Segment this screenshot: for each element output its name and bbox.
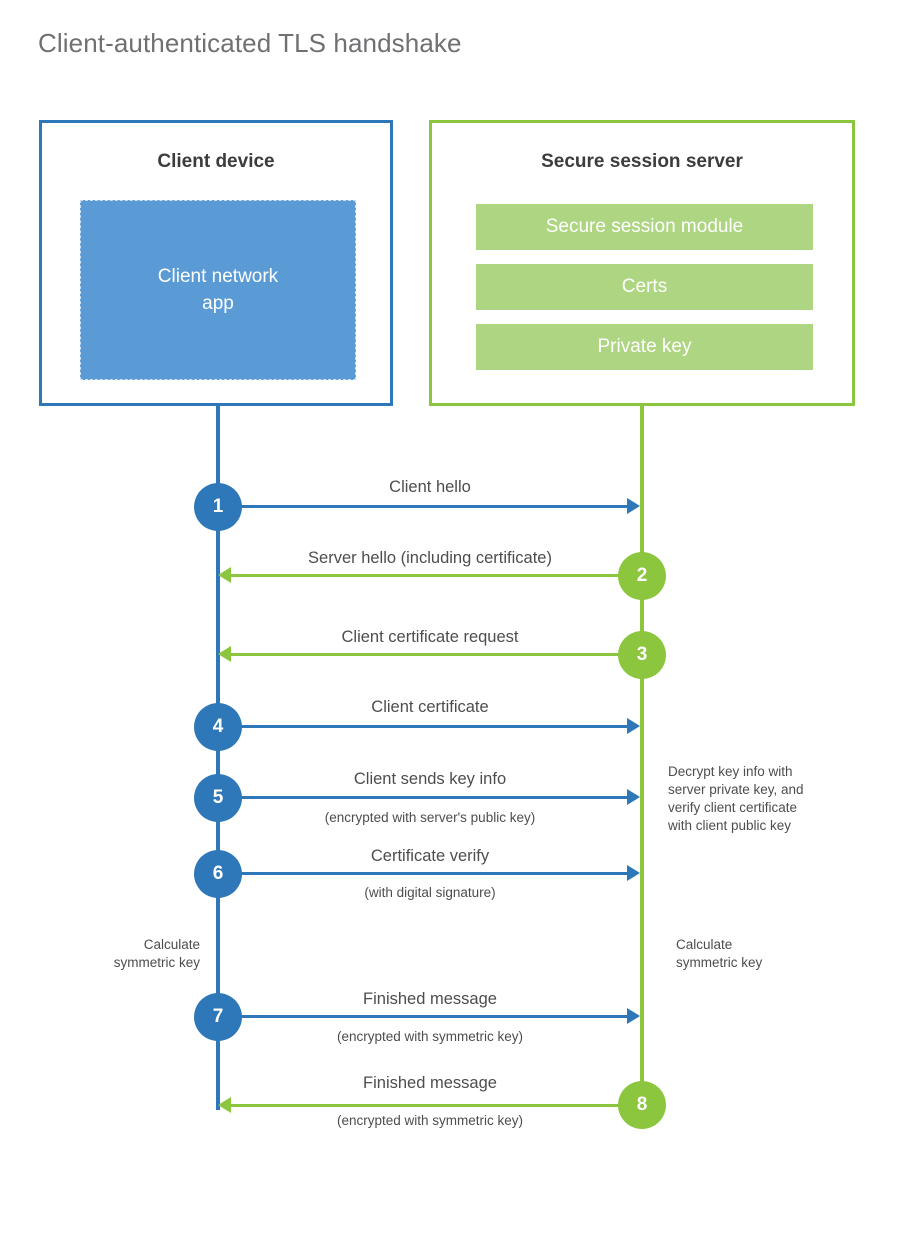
message-line-4 (218, 725, 627, 728)
message-label-5: Client sends key info (353, 770, 507, 788)
message-sublabel-8: (encrypted with symmetric key) (336, 1113, 524, 1128)
message-line-1 (218, 505, 627, 508)
message-label-7: Finished message (363, 990, 497, 1008)
message-label-3: Client certificate request (341, 628, 519, 646)
client-device-title: Client device (157, 151, 275, 172)
message-arrowhead-2 (218, 567, 231, 583)
server-lifeline (640, 405, 644, 1108)
message-label-4: Client certificate (371, 698, 489, 716)
message-arrowhead-1 (627, 498, 640, 514)
server-module-private-key: Private key (476, 324, 813, 370)
message-sublabel-6: (with digital signature) (364, 885, 496, 900)
client-lifeline (216, 405, 220, 1110)
message-line-2 (231, 574, 642, 577)
message-label-1: Client hello (389, 478, 471, 496)
message-arrowhead-5 (627, 789, 640, 805)
note-server-calculate-symmetric-key: Calculate symmetric key (676, 937, 763, 970)
message-arrowhead-4 (627, 718, 640, 734)
message-line-6 (218, 872, 627, 875)
server-module-certs: Certs (476, 264, 813, 310)
message-arrowhead-7 (627, 1008, 640, 1024)
message-line-7 (218, 1015, 627, 1018)
message-line-5 (218, 796, 627, 799)
step-badge-1[interactable]: 1 (194, 483, 242, 531)
message-label-6: Certificate verify (370, 847, 490, 865)
step-badge-7[interactable]: 7 (194, 993, 242, 1041)
step-badge-6[interactable]: 6 (194, 850, 242, 898)
secure-session-server-title: Secure session server (541, 151, 743, 172)
message-sublabel-7: (encrypted with symmetric key) (336, 1029, 524, 1044)
server-module-secure-session-module: Secure session module (476, 204, 813, 250)
message-arrowhead-8 (218, 1097, 231, 1113)
page-title: Client-authenticated TLS handshake (38, 28, 462, 58)
step-badge-8[interactable]: 8 (618, 1081, 666, 1129)
message-label-2: Server hello (including certificate) (308, 549, 552, 567)
message-arrowhead-6 (627, 865, 640, 881)
note-client-calculate-symmetric-key: Calculate symmetric key (113, 937, 200, 970)
message-sublabel-5: (encrypted with server's public key) (324, 810, 536, 825)
client-device-box: Client device Client network app (39, 120, 393, 406)
step-badge-4[interactable]: 4 (194, 703, 242, 751)
step-badge-5[interactable]: 5 (194, 774, 242, 822)
message-arrowhead-3 (218, 646, 231, 662)
note-server-decrypt-key-info: Decrypt key info with server private key… (668, 764, 804, 833)
message-label-8: Finished message (363, 1074, 497, 1092)
message-line-3 (231, 653, 642, 656)
client-network-app-label: Client network app (157, 266, 279, 314)
step-badge-2[interactable]: 2 (618, 552, 666, 600)
client-network-app-block: Client network app (80, 200, 356, 380)
secure-session-server-box: Secure session server Secure session mod… (429, 120, 855, 406)
message-line-8 (231, 1104, 642, 1107)
step-badge-3[interactable]: 3 (618, 631, 666, 679)
